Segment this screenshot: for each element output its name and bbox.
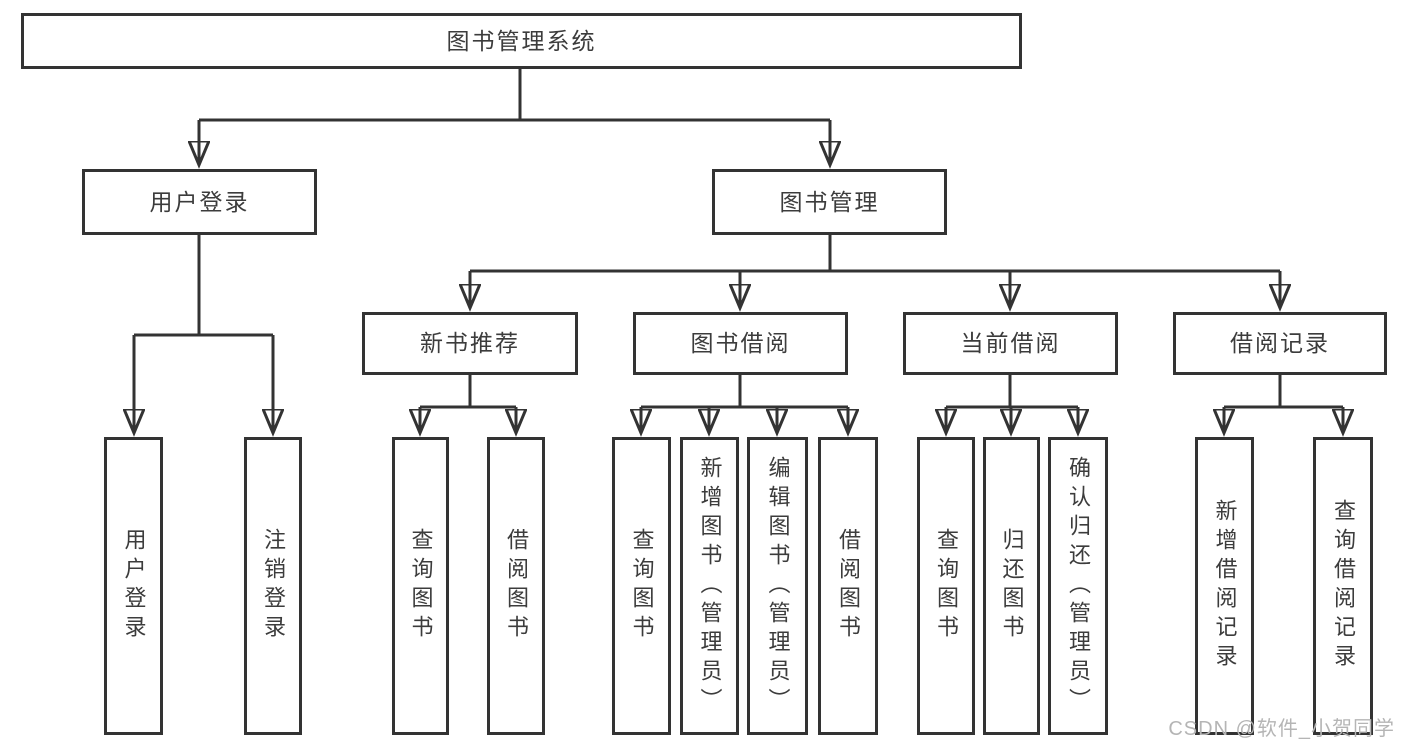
leaf-query-books-2: 查询图书 [612,437,671,735]
node-user-login: 用户登录 [82,169,317,235]
watermark: CSDN @软件_小贺同学 [1168,718,1395,740]
leaf-return-book: 归还图书 [983,437,1040,735]
leaf-query-books-3: 查询图书 [917,437,975,735]
leaf-user-login: 用户登录 [104,437,163,735]
leaf-query-borrow-record: 查询借阅记录 [1313,437,1373,735]
leaf-logout: 注销登录 [244,437,302,735]
leaf-add-book-admin: 新增图书（管理员） [680,437,739,735]
leaf-add-borrow-record: 新增借阅记录 [1195,437,1254,735]
node-new-book-recommend: 新书推荐 [362,312,578,375]
node-book-borrow: 图书借阅 [633,312,848,375]
leaf-confirm-return-admin: 确认归还（管理员） [1048,437,1108,735]
leaf-edit-book-admin: 编辑图书（管理员） [747,437,808,735]
leaf-borrow-books-1: 借阅图书 [487,437,545,735]
node-current-borrow: 当前借阅 [903,312,1118,375]
node-root: 图书管理系统 [21,13,1022,69]
leaf-query-books-1: 查询图书 [392,437,449,735]
node-borrow-records: 借阅记录 [1173,312,1387,375]
leaf-borrow-books-2: 借阅图书 [818,437,878,735]
node-book-management: 图书管理 [712,169,947,235]
